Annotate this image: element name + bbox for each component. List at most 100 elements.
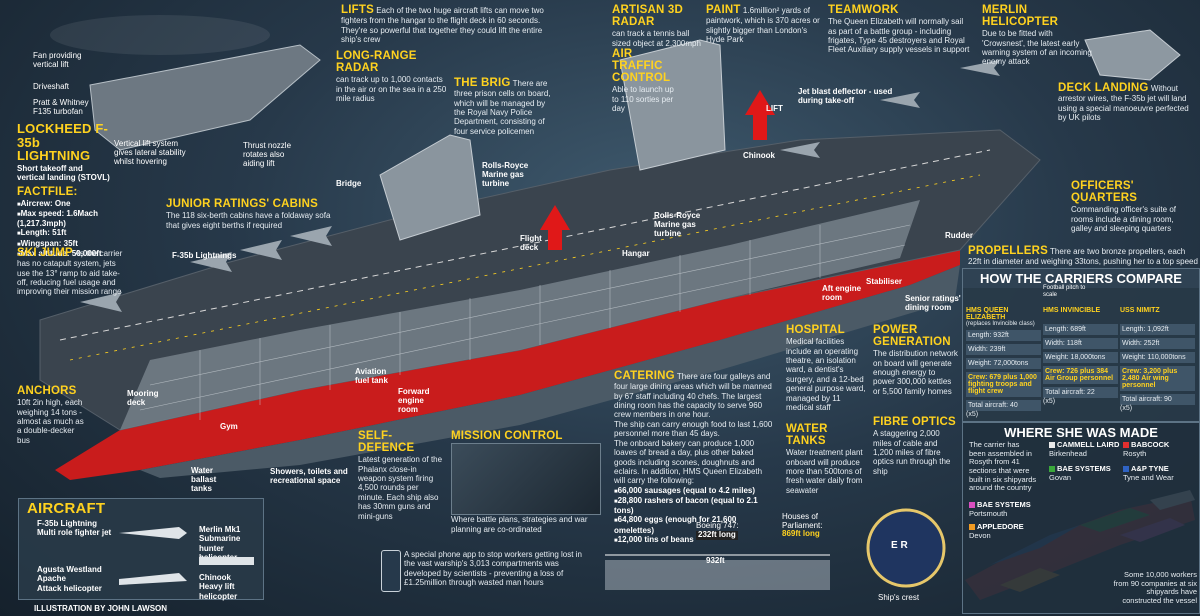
- officers-quarters-callout: OFFICERS' QUARTERS Commanding officer's …: [1071, 180, 1196, 233]
- water-text: Water treatment plant onboard will produ…: [786, 448, 863, 495]
- water-ballast-label: Water ballast tanks: [191, 466, 217, 493]
- factfile-heading: FACTFILE:: [17, 185, 78, 198]
- artisan-radar-title: ARTISAN 3D RADAR: [612, 4, 684, 29]
- yard-swatch: [969, 502, 975, 509]
- hull-red-stripe: [55, 250, 960, 480]
- ski-jump-callout: SKI JUMP As the carrier has no catapult …: [17, 247, 127, 297]
- officers-title: OFFICERS' QUARTERS: [1071, 180, 1138, 205]
- fibre-title: FIBRE OPTICS: [873, 416, 956, 428]
- carrier-crew: Crew: 679 plus 1,000 fighting troops and…: [966, 372, 1041, 397]
- hospital-text: Medical facilities include an operating …: [786, 337, 866, 413]
- hospital-title: HOSPITAL: [786, 324, 845, 336]
- phone-app-icon: [381, 550, 401, 592]
- football-pitch-label: Football pitch to scale: [1043, 285, 1086, 298]
- fibre-text: A staggering 2,000 miles of cable and 1,…: [873, 429, 951, 476]
- lightning-title: LOCKHEED F-35b LIGHTNING: [17, 121, 109, 164]
- blast-deflector-label: Jet blast deflector - used during take-o…: [798, 87, 893, 105]
- deck-marking-line: [59, 149, 991, 341]
- carrier-aircraft: Total aircraft: 90: [1120, 394, 1195, 405]
- made-outro: Some 10,000 workers from 90 companies at…: [1113, 570, 1197, 605]
- carrier-width: Width: 252ft: [1120, 338, 1195, 349]
- carrier-weight: Weight: 110,000tons: [1120, 352, 1195, 363]
- carrier-width: Width: 118ft: [1043, 338, 1118, 349]
- carrier-column-invincible: HMS INVINCIBLE Length: 689ft Width: 118f…: [1043, 307, 1118, 405]
- rudder-label: Rudder: [945, 231, 973, 240]
- illustration-credit: ILLUSTRATION BY JOHN LAWSON: [34, 604, 168, 613]
- carrier-width: Width: 239ft: [966, 344, 1041, 355]
- mission-title: MISSION CONTROL: [451, 430, 563, 442]
- long-range-radar-callout: LONG-RANGE RADAR can track up to 1,000 c…: [336, 50, 451, 103]
- aircraft-role: Multi role fighter jet: [37, 528, 112, 538]
- deck-landing-text: Without arrestor wires, the F-35b jet wi…: [1058, 84, 1189, 122]
- junior-cabins-title: JUNIOR RATINGS' CABINS: [166, 198, 318, 210]
- ship-crest: [866, 508, 946, 588]
- paint-text: 1.6million² yards of paintwork, which is…: [706, 6, 820, 44]
- deck-landing-title: DECK LANDING: [1058, 82, 1149, 94]
- officers-text: Commanding officer's suite of rooms incl…: [1071, 205, 1176, 233]
- gym-label: Gym: [220, 422, 238, 431]
- merlin-helicopter: [1084, 29, 1181, 81]
- deck-marking-line: [69, 174, 981, 361]
- carrier-multiplier: (x5): [1120, 405, 1133, 412]
- crest-letters: E R: [891, 540, 908, 551]
- hospital-callout: HOSPITAL Medical facilities include an o…: [786, 324, 866, 413]
- carrier-column-qe: HMS QUEEN ELIZABETH (replaces Invincible…: [966, 307, 1041, 418]
- yard-swatch: [1123, 442, 1129, 449]
- paint-callout: PAINT 1.6million² yards of paintwork, wh…: [706, 4, 821, 44]
- lifts-callout: LIFTS Each of the two huge aircraft lift…: [341, 4, 551, 44]
- propellers-title: PROPELLERS: [968, 245, 1048, 257]
- brig-title: THE BRIG: [454, 77, 511, 89]
- atc-title: AIR TRAFFIC CONTROL: [612, 48, 671, 85]
- aviation-fuel-label: Aviation fuel tank: [355, 367, 388, 385]
- bridge-label: Bridge: [336, 179, 362, 188]
- self-defence-title: SELF-DEFENCE: [358, 430, 415, 455]
- anchors-title: ANCHORS: [17, 385, 77, 397]
- teamwork-callout: TEAMWORK The Queen Elizabeth will normal…: [828, 4, 973, 55]
- ship-profile-scale: [605, 560, 830, 590]
- catering-item: 64,800 eggs (enough for 21,600 omelettes…: [614, 515, 774, 535]
- aircraft-name: F-35b Lightning: [37, 519, 97, 528]
- catering-title: CATERING: [614, 370, 675, 382]
- ski-jump-title: SKI JUMP: [17, 247, 73, 259]
- lift-arrow-up: [540, 205, 570, 250]
- anchors-callout: ANCHORS 10ft 2in high, each weighing 14 …: [17, 385, 89, 445]
- brig-text: There are three prison cells on board, w…: [454, 79, 551, 136]
- carrier-name: HMS QUEEN ELIZABETH: [966, 307, 1009, 321]
- mission-control-callout: MISSION CONTROL Where battle plans, stra…: [451, 430, 601, 534]
- stabiliser-label: Stabiliser: [866, 277, 903, 286]
- self-defence-text: Latest generation of the Phalanx close-i…: [358, 455, 443, 521]
- senior-ratings-label: Senior ratings' dining room: [905, 294, 961, 312]
- aircraft-panel: AIRCRAFT F-35b Lightning Multi role figh…: [18, 498, 264, 601]
- junior-cabins-text: The 118 six-berth cabins have a foldaway…: [166, 211, 331, 230]
- aircraft-item: F-35b Lightning Multi role fighter jet: [37, 519, 117, 538]
- yard-swatch: [1123, 466, 1129, 473]
- junior-cabins-callout: JUNIOR RATINGS' CABINS The 118 six-berth…: [166, 198, 336, 230]
- made-title: WHERE SHE WAS MADE: [1004, 425, 1158, 440]
- showers-label: Showers, toilets and recreational space: [270, 467, 348, 485]
- atc-text: Able to launch up to 110 sorties per day: [612, 85, 674, 114]
- f35-cutaway-jet: [89, 44, 321, 151]
- jets-on-deck: [80, 60, 1000, 312]
- catering-text-2: The ship can carry enough food to last 1…: [614, 419, 773, 439]
- aircraft-name: Agusta Westland Apache: [37, 565, 102, 584]
- fact-item: Aircrew: One: [17, 199, 112, 209]
- rolls-royce-label-2: Rolls-Royce Marine gas turbine: [654, 211, 701, 238]
- carriers-compare-panel: HOW THE CARRIERS COMPARE Football pitch …: [962, 268, 1200, 422]
- fibre-optics-callout: FIBRE OPTICS A staggering 2,000 miles of…: [873, 416, 958, 476]
- carrier-multiplier: (x5): [966, 411, 979, 418]
- f35-lightnings-label: F-35b Lightnings: [172, 251, 237, 260]
- lightning-factfile: LOCKHEED F-35b LIGHTNING Short takeoff a…: [17, 122, 112, 259]
- boeing-value: 232ft long: [696, 530, 738, 540]
- forward-island: [379, 134, 481, 241]
- lightning-subtitle: Short takeoff and vertical landing (STOV…: [17, 163, 110, 183]
- fact-item: Wingspan: 35ft: [17, 239, 112, 249]
- crest-label: Ship's crest: [878, 593, 920, 602]
- mission-control-photo: [451, 443, 601, 516]
- yard-swatch: [1049, 442, 1055, 449]
- catering-item: 28,800 rashers of bacon (equal to 2.1 to…: [614, 496, 774, 516]
- power-text: The distribution network on board will g…: [873, 349, 958, 396]
